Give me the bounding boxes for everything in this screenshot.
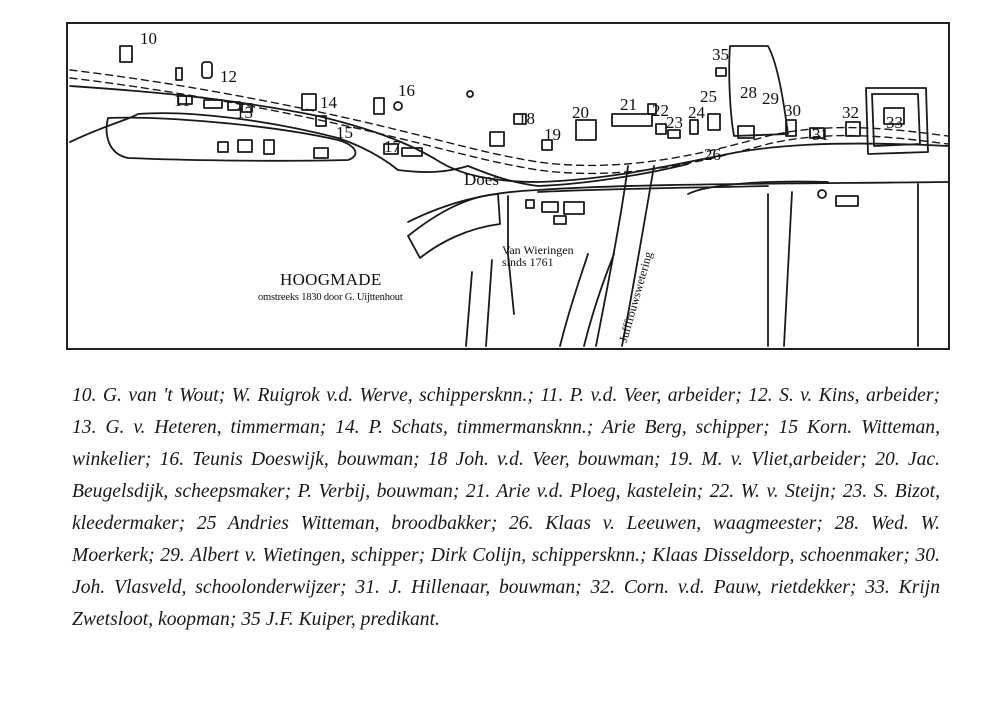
building-13c [241, 103, 253, 113]
house-number-21: 21 [620, 95, 637, 114]
house-number-20: 20 [572, 103, 589, 122]
map-title: HOOGMADE [280, 270, 382, 289]
house-number-12: 12 [220, 67, 237, 86]
building-33 [883, 107, 905, 125]
building-11b [177, 95, 193, 105]
building-west-2 [237, 139, 253, 153]
road-dashed-lower [69, 77, 948, 175]
building-14 [301, 93, 317, 111]
building-west-4 [313, 147, 329, 159]
building-east-s1 [835, 195, 859, 207]
building-32 [845, 121, 861, 137]
house-number-35: 35 [712, 45, 729, 64]
building-west-1 [217, 141, 229, 153]
building-vw-3 [563, 201, 585, 215]
building-east-s2 [817, 189, 827, 199]
building-35 [715, 67, 727, 77]
house-number-16: 16 [398, 81, 415, 100]
map-legend-caption: 10. G. van 't Wout; W. Ruigrok v.d. Werv… [72, 385, 940, 630]
building-24 [689, 119, 699, 135]
house-number-17: 17 [384, 137, 401, 156]
building-16c [466, 90, 474, 98]
field-line-3 [687, 180, 829, 195]
building-vw-2 [541, 201, 559, 213]
house-number-22: 22 [652, 101, 669, 120]
house-number-19: 19 [544, 125, 561, 144]
block-east-2 [871, 93, 921, 147]
house-number-10: 10 [140, 29, 157, 48]
dike-south-bank-2 [467, 163, 689, 187]
house-number-23: 23 [666, 113, 683, 132]
building-13a [203, 99, 223, 109]
house-number-25: 25 [700, 87, 717, 106]
building-18b [489, 131, 505, 147]
house-number-11: 11 [174, 91, 191, 110]
house-number-31: 31 [812, 125, 829, 144]
building-west-3 [263, 139, 275, 155]
map-drawing [69, 45, 948, 347]
building-vw-4 [553, 215, 567, 225]
water-label-does: Does [464, 170, 499, 189]
building-19 [541, 139, 553, 151]
building-22 [655, 123, 667, 135]
field-line-7 [465, 271, 473, 347]
map-frame: 10 11 12 13 14 15 16 17 18 19 20 21 22 2… [66, 22, 950, 350]
building-16 [373, 97, 385, 115]
house-number-33: 33 [886, 113, 903, 132]
building-near-80 [647, 103, 657, 115]
field-line-2 [583, 253, 615, 347]
estate-label-line2: sinds 1761 [502, 255, 554, 269]
house-number-28: 28 [740, 83, 757, 102]
canal-west-bank [595, 165, 629, 347]
estate-label-line1: Van Wieringen [502, 243, 574, 257]
building-25 [707, 113, 721, 131]
house-number-15: 15 [336, 123, 353, 142]
building-21 [611, 113, 653, 127]
building-17a [383, 143, 399, 155]
field-line-8 [485, 259, 493, 347]
building-17b [401, 147, 423, 157]
building-18 [513, 113, 527, 125]
building-12 [201, 61, 213, 79]
block-east-1 [728, 45, 789, 137]
house-number-29: 29 [762, 89, 779, 108]
building-30 [785, 119, 797, 137]
building-23 [667, 129, 681, 139]
field-line-1 [559, 253, 589, 347]
house-number-30: 30 [784, 101, 801, 120]
building-11a [175, 67, 183, 81]
block-east-3 [865, 87, 929, 155]
house-number-32: 32 [842, 103, 859, 122]
field-van-wieringen [507, 195, 515, 315]
building-vw-1 [525, 199, 535, 209]
building-10 [119, 45, 133, 63]
house-number-14: 14 [320, 93, 337, 112]
building-28 [737, 125, 755, 139]
does-inner-shore [537, 185, 769, 193]
building-31 [809, 127, 825, 139]
house-number-18: 18 [518, 109, 535, 128]
road-dashed-upper [69, 69, 948, 167]
quay-jetty [407, 193, 501, 259]
building-15 [315, 115, 327, 127]
does-south-shore [407, 181, 948, 223]
field-line-5 [783, 191, 793, 347]
house-number-24: 24 [688, 103, 705, 122]
parcel-west [105, 116, 357, 162]
canal-east-bank [621, 165, 655, 347]
building-13b [227, 101, 241, 111]
house-number-13: 13 [236, 103, 253, 122]
house-number-26: 26 [704, 145, 721, 164]
building-20 [575, 119, 597, 141]
map-subtitle: omstreeks 1830 door G. Uijttenhout [258, 292, 403, 303]
dike-south-bank [69, 112, 469, 173]
building-16b [393, 101, 403, 111]
